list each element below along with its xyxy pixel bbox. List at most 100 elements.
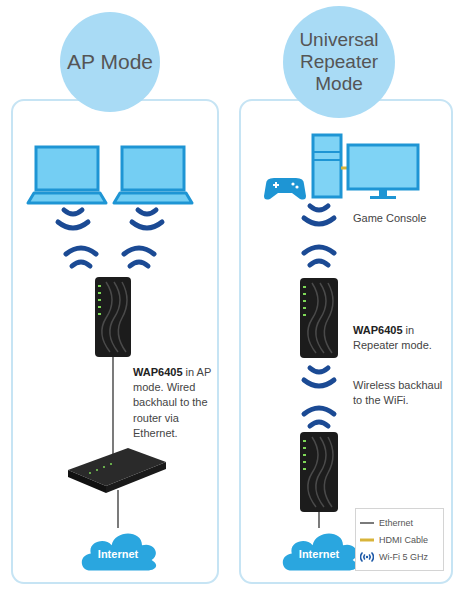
mode-panel — [12, 100, 218, 583]
annotation-line: Game Console — [353, 212, 426, 224]
access-point-device — [95, 277, 131, 357]
wifi-wave — [72, 262, 90, 266]
device-pattern — [308, 437, 333, 507]
legend-row: Ethernet — [360, 514, 439, 531]
console-slot — [313, 159, 341, 161]
status-led — [103, 466, 105, 468]
device-pattern — [102, 282, 127, 352]
wifi-wave — [310, 206, 328, 210]
wifi-dot — [366, 555, 368, 557]
wifi-wave — [310, 368, 328, 372]
laptop-screen — [122, 147, 184, 190]
status-led — [303, 300, 306, 302]
ethernet-wire — [318, 512, 319, 528]
console-slot — [313, 151, 341, 153]
circle-shape — [283, 6, 395, 118]
wifi-wave — [58, 222, 88, 228]
status-led — [303, 286, 306, 288]
mode-panel — [240, 100, 452, 583]
status-led — [303, 314, 306, 316]
device-pattern — [308, 283, 333, 353]
status-led — [303, 447, 306, 449]
node-text: AP Mode — [67, 50, 153, 74]
status-led — [303, 461, 306, 463]
legend-row: HDMI Cable — [360, 531, 439, 548]
mode-circle: Universal Repeater Mode — [283, 6, 395, 118]
status-leds — [303, 286, 306, 316]
ethernet-wire — [117, 490, 118, 528]
status-led — [98, 285, 101, 287]
status-led — [98, 313, 101, 315]
status-led — [98, 292, 101, 294]
node-text: Internet — [299, 548, 339, 561]
status-leds — [303, 440, 306, 470]
legend-line-sample — [360, 518, 374, 528]
mode-circle: AP Mode — [60, 12, 160, 112]
legend-line — [360, 522, 374, 523]
annotation-text: Wireless backhaul to the WiFi. — [353, 378, 448, 408]
wifi-wave — [64, 210, 82, 214]
wifi-waves — [58, 210, 162, 266]
status-led — [303, 440, 306, 442]
router-side — [68, 470, 106, 493]
annotation-text: WAP6405in AP mode. Wired backhaul to the… — [133, 365, 215, 441]
controller-button — [295, 185, 298, 188]
wifi-arc — [364, 555, 371, 559]
status-led — [89, 472, 91, 474]
wifi-symbol — [360, 551, 374, 563]
laptop-base — [28, 193, 106, 203]
status-led — [98, 306, 101, 308]
status-led — [110, 463, 112, 465]
wifi-wave — [310, 422, 328, 426]
monitor-stand — [370, 196, 396, 199]
annotation-text: WAP6405in Repeater mode. — [353, 323, 448, 353]
status-leds — [98, 285, 101, 315]
wifi-wave — [304, 218, 334, 224]
wifi-wave — [310, 261, 328, 265]
access-point-device — [300, 278, 338, 358]
annotation-text: Game Console — [353, 211, 453, 226]
internet-cloud: Internet — [78, 526, 158, 572]
device-model-name: WAP6405 — [353, 324, 403, 336]
ethernet-wire — [112, 357, 113, 462]
status-led — [303, 307, 306, 309]
status-led — [96, 469, 98, 471]
router-leds — [89, 463, 112, 474]
status-led — [98, 299, 101, 301]
access-point-device — [300, 432, 338, 512]
internet-cloud: Internet — [279, 526, 359, 572]
wifi-wave — [304, 408, 334, 414]
wifi-wave — [138, 210, 156, 214]
legend-text: Ethernet — [379, 518, 413, 528]
wifi-wave — [130, 262, 148, 266]
node-text: Universal Repeater Mode — [293, 29, 385, 95]
laptop-screen — [36, 147, 98, 190]
status-led — [303, 468, 306, 470]
legend-text: HDMI Cable — [379, 535, 428, 545]
cloud-shape — [283, 534, 357, 571]
controller-dpad — [273, 182, 279, 188]
node-text: Internet — [98, 548, 138, 561]
controller-button — [291, 182, 294, 185]
legend-line-sample — [360, 535, 374, 545]
wifi-wave — [66, 248, 96, 254]
router-side — [106, 462, 166, 493]
wifi-wave — [132, 222, 162, 228]
legend-box: EthernetHDMI CableWi-Fi 5 GHz — [355, 508, 444, 571]
laptop-base — [114, 193, 192, 203]
legend-text: Wi-Fi 5 GHz — [379, 552, 428, 562]
circle-shape — [60, 12, 160, 112]
cloud-shape — [82, 534, 156, 571]
wifi-wave — [124, 248, 154, 254]
legend-line — [360, 538, 374, 541]
status-led — [303, 293, 306, 295]
wifi-wave — [304, 380, 334, 386]
wifi-arc — [361, 553, 374, 561]
tv-monitor — [348, 145, 418, 189]
device-model-name: WAP6405 — [133, 366, 183, 378]
console-tower — [313, 135, 341, 197]
monitor-stand — [379, 190, 387, 196]
status-led — [303, 454, 306, 456]
game-controller — [264, 178, 306, 200]
